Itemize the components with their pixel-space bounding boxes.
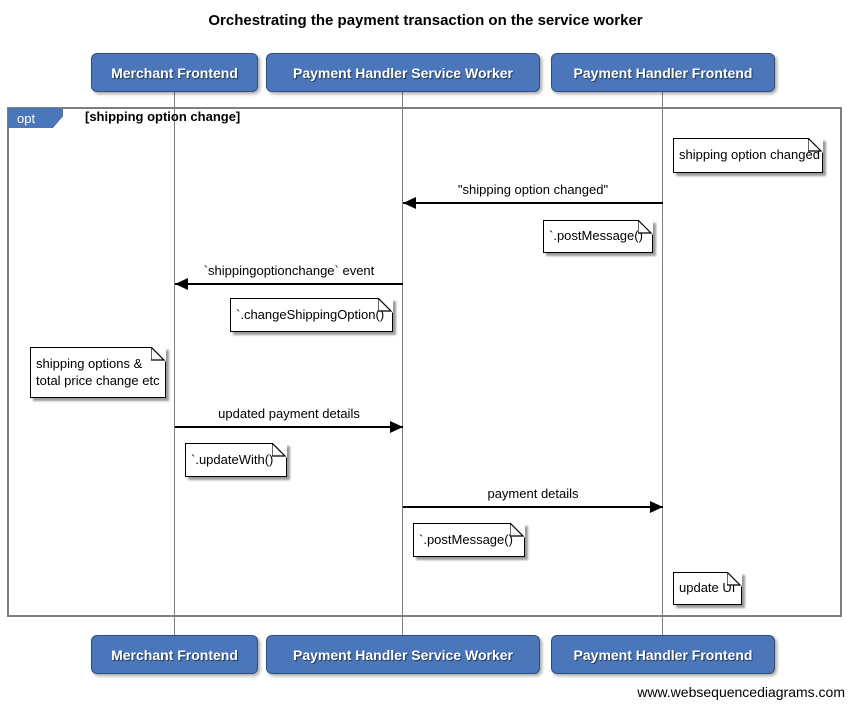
opt-operator-label: opt	[17, 110, 36, 126]
arrowhead-right-icon	[390, 421, 403, 433]
arrowhead-left-icon	[403, 197, 416, 209]
opt-fragment-frame	[7, 107, 842, 617]
actor-merchant-frontend-top: Merchant Frontend	[91, 53, 258, 92]
note-post-message-2: `.postMessage()`	[413, 523, 525, 557]
arrowhead-right-icon	[650, 501, 663, 513]
message-updated-payment-details: updated payment details	[175, 406, 403, 433]
message-label: payment details	[487, 486, 579, 501]
note-fold-icon	[510, 523, 525, 538]
note-text-line: shipping options &	[36, 356, 143, 372]
message-shipping-option-changed: "shipping option changed"	[403, 182, 663, 209]
message-payment-details: payment details	[403, 486, 663, 513]
actor-label: Merchant Frontend	[111, 64, 238, 81]
message-shippingoptionchange-event: `shippingoptionchange` event	[175, 263, 403, 290]
message-label: `shippingoptionchange` event	[203, 263, 375, 278]
message-line	[403, 506, 663, 508]
note-text: update UI	[679, 580, 736, 596]
note-shipping-option-changed: shipping option changed	[673, 138, 823, 173]
note-fold-icon	[151, 347, 166, 362]
note-shipping-options-total-price: shipping options & total price change et…	[30, 347, 166, 398]
note-fold-icon	[808, 138, 823, 153]
message-line	[175, 283, 403, 285]
note-text: shipping option changed	[679, 147, 820, 163]
actor-payment-handler-frontend-top: Payment Handler Frontend	[551, 53, 775, 92]
opt-fragment-condition: [shipping option change]	[85, 109, 241, 124]
arrowhead-left-icon	[175, 278, 188, 290]
message-line	[175, 426, 403, 428]
lifeline-payment-handler-service-worker	[402, 92, 403, 635]
note-change-shipping-option: `.changeShippingOption()`	[230, 298, 393, 332]
note-text: `.updateWith()`	[191, 451, 278, 467]
lifeline-merchant-frontend	[174, 92, 175, 635]
message-line	[403, 202, 663, 204]
note-fold-icon	[638, 220, 653, 235]
opt-fragment-operator-tab: opt	[8, 108, 63, 128]
actor-label: Payment Handler Service Worker	[293, 64, 513, 81]
actor-payment-handler-service-worker-bottom: Payment Handler Service Worker	[266, 635, 540, 674]
actor-label: Payment Handler Service Worker	[293, 646, 513, 663]
actor-payment-handler-service-worker-top: Payment Handler Service Worker	[266, 53, 540, 92]
watermark-url: www.websequencediagrams.com	[637, 684, 845, 700]
note-update-ui: update UI	[673, 572, 742, 605]
note-fold-icon	[272, 443, 287, 458]
note-text: `.postMessage()`	[419, 531, 518, 547]
note-fold-icon	[727, 572, 742, 587]
actor-label: Merchant Frontend	[111, 646, 238, 663]
lifeline-payment-handler-frontend	[662, 92, 663, 635]
note-update-with: `.updateWith()`	[185, 443, 287, 477]
note-post-message-1: `.postMessage()`	[543, 220, 653, 253]
note-fold-icon	[378, 298, 393, 313]
diagram-title: Orchestrating the payment transaction on…	[208, 12, 643, 29]
message-label: updated payment details	[218, 406, 360, 421]
actor-merchant-frontend-bottom: Merchant Frontend	[91, 635, 258, 674]
message-label: "shipping option changed"	[457, 182, 609, 197]
note-text: `.changeShippingOption()`	[236, 306, 389, 322]
note-text-line: total price change etc	[36, 372, 160, 388]
actor-payment-handler-frontend-bottom: Payment Handler Frontend	[551, 635, 775, 674]
note-text: `.postMessage()`	[549, 228, 648, 244]
actor-label: Payment Handler Frontend	[573, 646, 753, 663]
actor-label: Payment Handler Frontend	[573, 64, 753, 81]
